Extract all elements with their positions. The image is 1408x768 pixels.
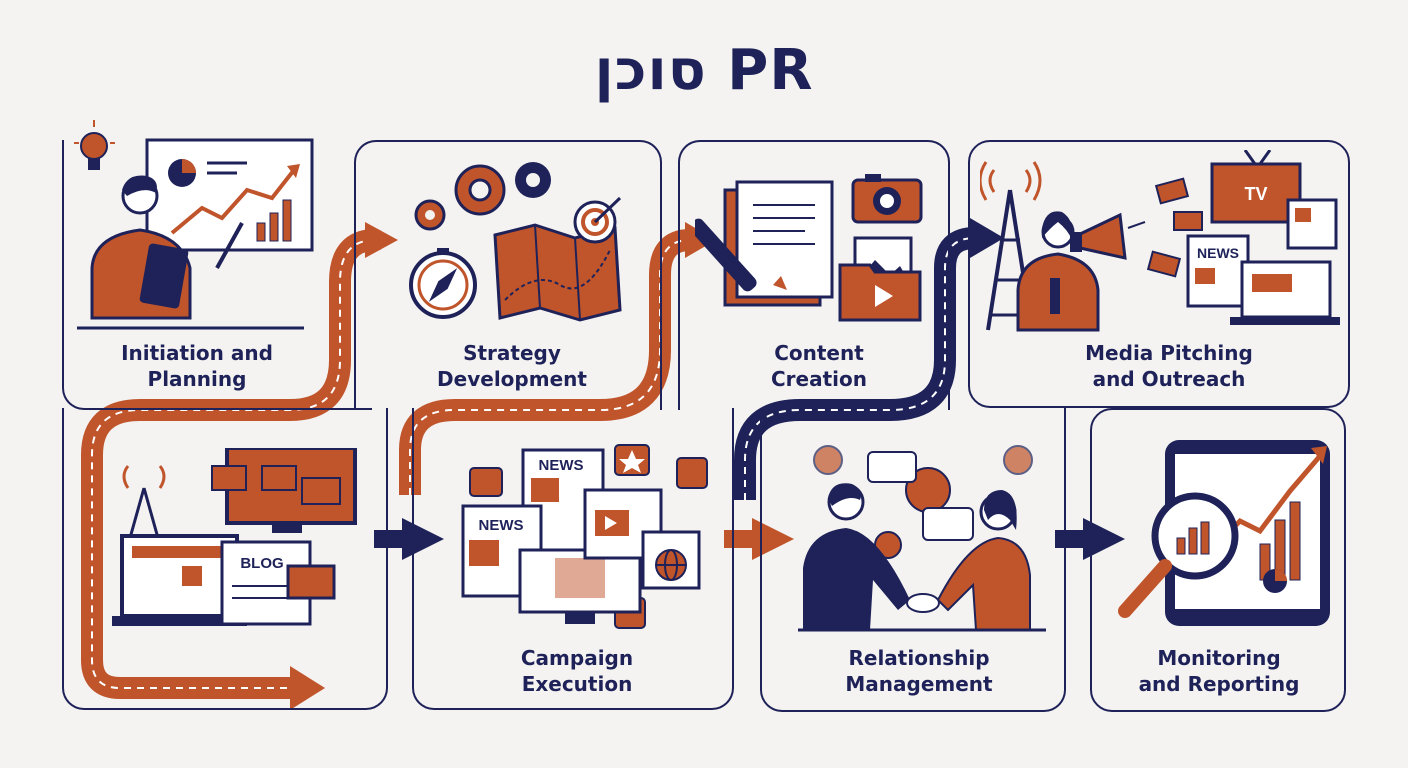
laptop-icon [1230,260,1340,325]
step-label-campaign: Campaign Execution [520,646,634,696]
step-card-media [968,140,1350,408]
arrow-to-relationship [724,518,794,560]
globe-window-icon [641,530,701,590]
step-card-content [678,140,950,410]
handshake-people-icon [798,483,1046,632]
media-illustration: TV NEWS [980,150,1340,335]
step-label-monitoring: Monitoring and Reporting [1138,646,1300,696]
news-badge-text: NEWS [1197,245,1239,261]
step-card-strategy [354,140,662,410]
planner-person-icon [77,175,304,330]
campaign-illustration: NEWS NEWS [455,440,715,635]
step-label-initiation: Initiation and Planning [121,341,273,391]
blog-badge-text: BLOG [240,555,283,572]
newspaper-icon: NEWS [1186,198,1338,308]
tv-icon: TV [1210,150,1302,224]
step-label-content: Content Creation [771,341,867,391]
publishing-illustration: BLOG [112,448,362,638]
magnifier-icon [1118,492,1239,618]
road-initiation-to-strategy [81,222,398,710]
news-badge-text-2: NEWS [539,457,584,474]
news-badge-text-3: NEWS [479,517,524,534]
tablet-icon [1165,440,1330,626]
presentation-board-icon [145,138,314,252]
pen-icon [695,218,787,292]
step-card-initiation [62,140,372,410]
megaphone-icon [1070,212,1146,260]
gears-icon [414,162,551,231]
monitor-icon [211,448,357,533]
strategy-illustration [405,150,635,330]
page-title: סוכן PR [594,38,814,103]
step-card-publishing [62,408,388,710]
spokesperson-icon [1016,211,1100,332]
envelopes-icon [1146,177,1203,278]
map-icon [493,223,622,322]
laptop-icon [112,534,247,626]
tv-badge-text: TV [1244,184,1267,204]
step-card-monitoring [1090,408,1346,712]
step-card-campaign [412,408,734,710]
monitor-icon [518,548,642,624]
media-folder-icon [838,236,922,322]
chat-bubble-icon [867,451,974,541]
thumbs-up-icon [469,457,708,497]
initiation-illustration [72,118,322,333]
blog-page-icon: BLOG [220,540,336,626]
monitoring-illustration [1115,436,1340,636]
relationship-illustration [798,440,1048,635]
lightbulb-icon [74,120,115,170]
content-illustration [695,170,930,330]
step-card-relationship [760,408,1066,712]
compass-icon [409,248,477,319]
camera-icon [851,174,923,224]
emoji-icons [813,445,1033,559]
target-icon [573,196,622,244]
broadcast-tower-icon [122,465,166,539]
arrow-to-monitoring [1055,518,1125,560]
step-label-strategy: Strategy Development [437,341,587,391]
step-label-relationship: Relationship Management [845,646,993,696]
step-label-media: Media Pitching and Outreach [1085,341,1253,391]
